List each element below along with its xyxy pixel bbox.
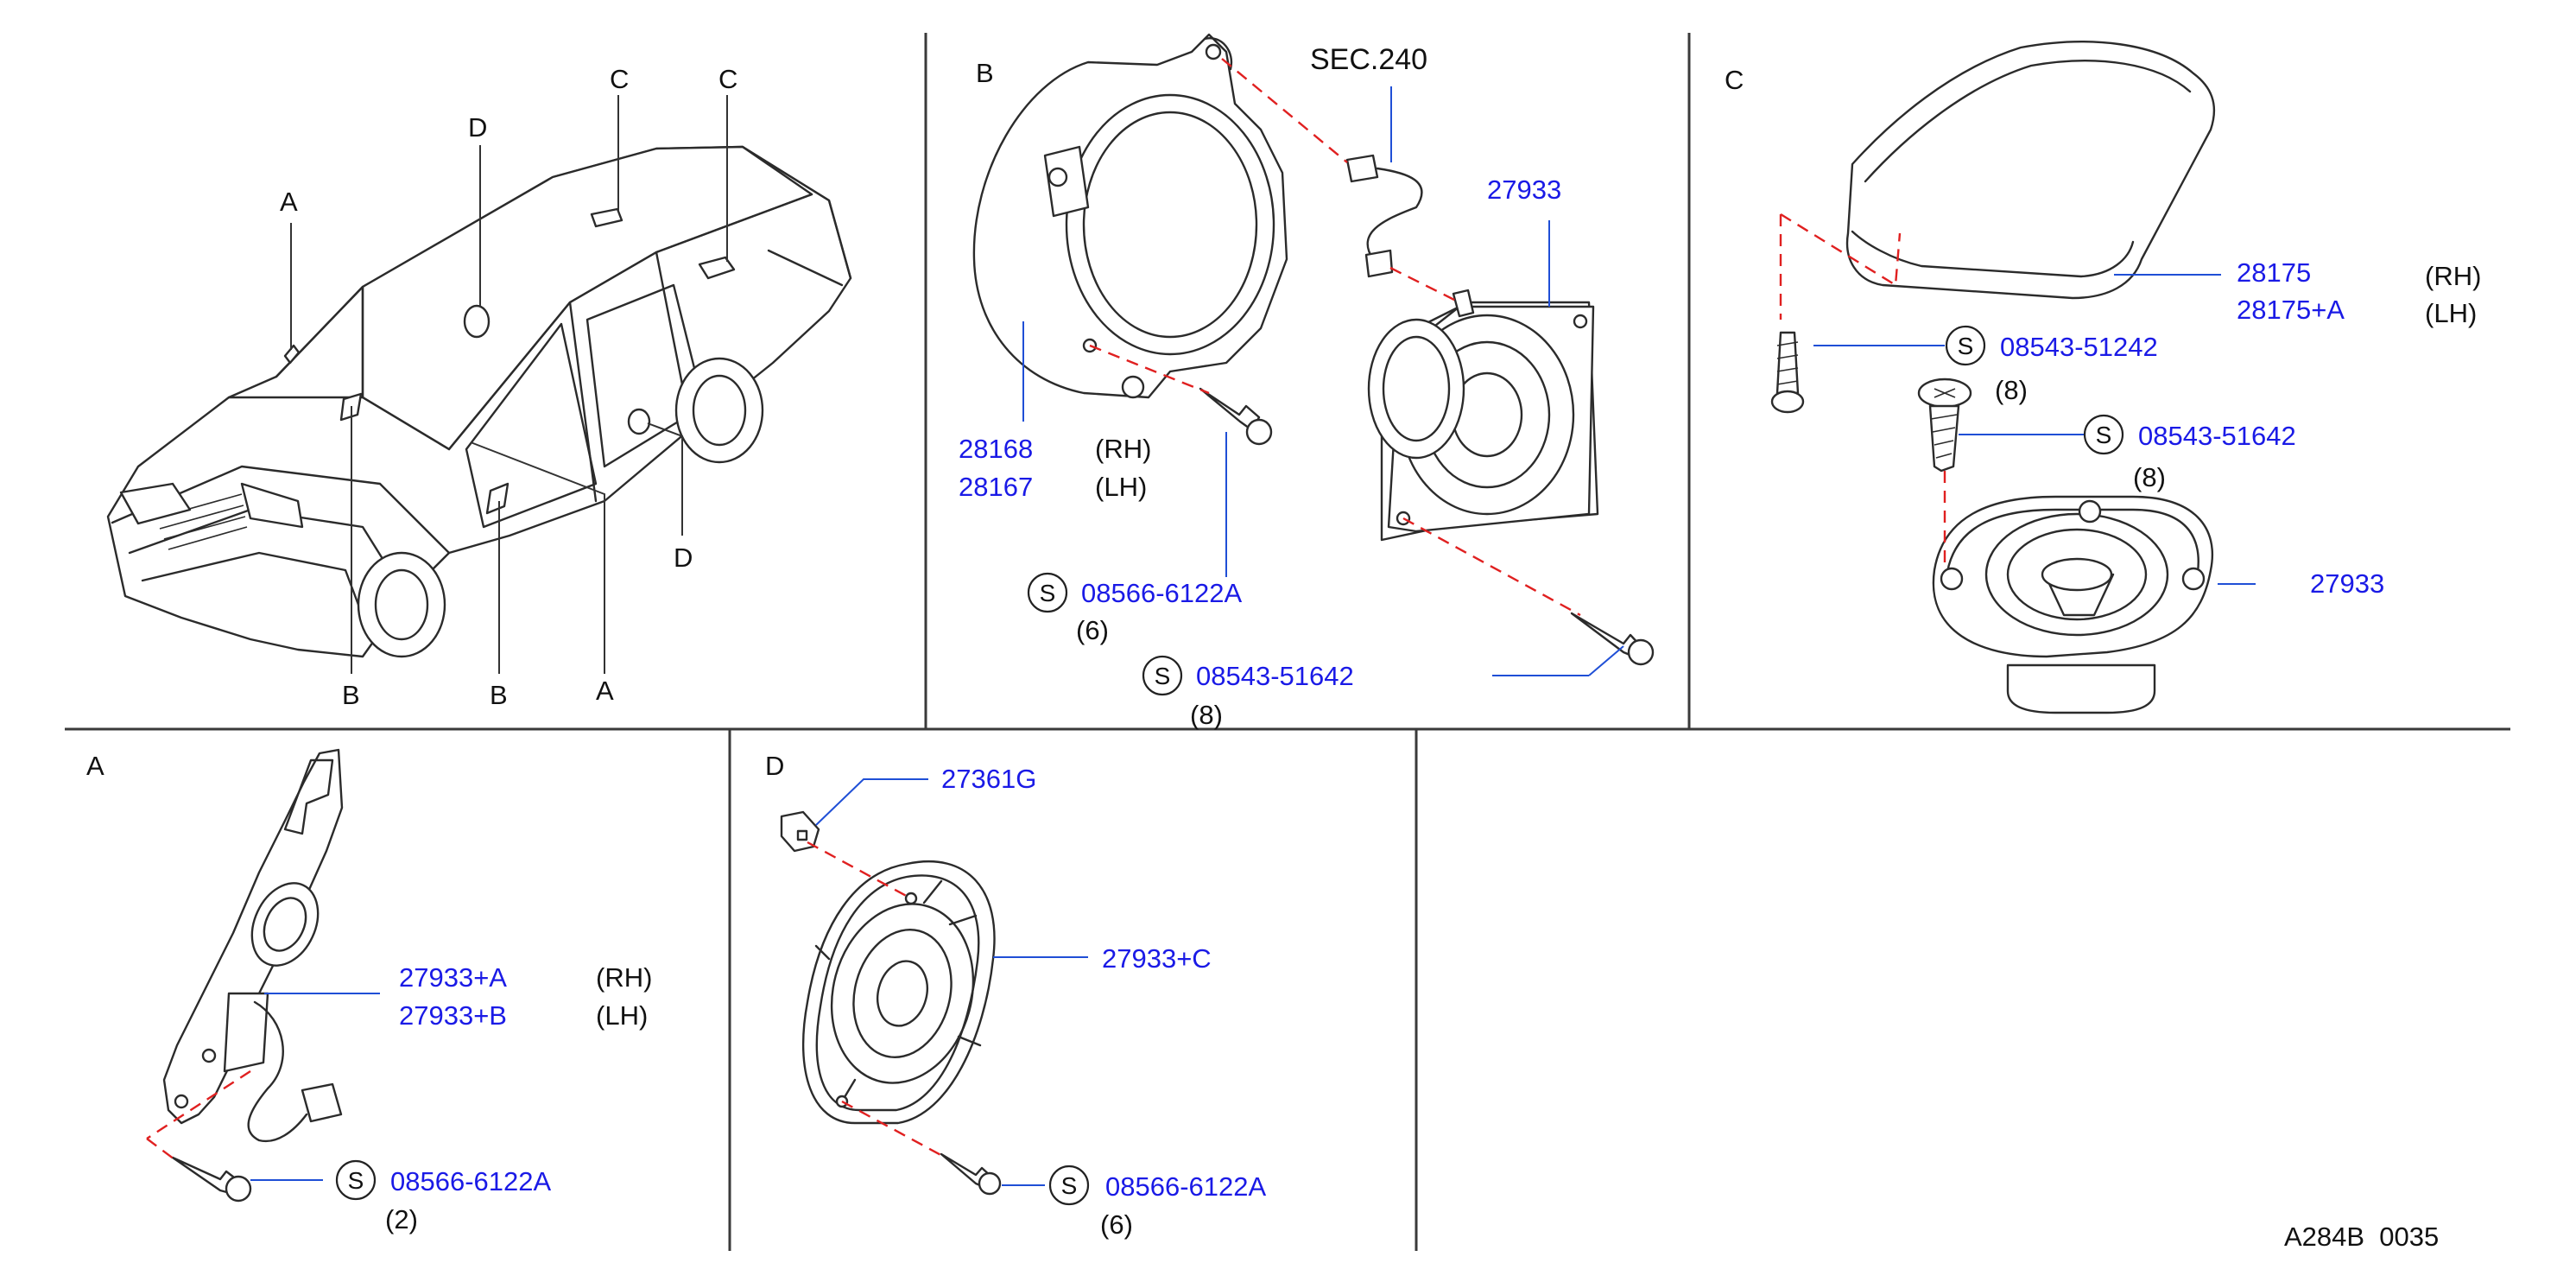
- screw-c1: [1770, 331, 1805, 414]
- diagram-code: A284B 0035: [2284, 1222, 2439, 1252]
- s-d-text: S: [1061, 1172, 1078, 1199]
- panel-a-letter: A: [86, 751, 104, 781]
- callout-d-top: D: [468, 112, 487, 143]
- part-27361g[interactable]: 27361G: [941, 764, 1036, 794]
- part-27933-c[interactable]: 27933: [2310, 568, 2384, 599]
- callout-b-mid: B: [490, 680, 508, 710]
- part-08566-6122a-b[interactable]: 08566-6122A: [1081, 578, 1242, 608]
- part-27933-a[interactable]: 27933+A: [399, 962, 507, 993]
- s-symbol-d: [1048, 1165, 1090, 1206]
- a-rh: (RH): [596, 962, 652, 993]
- c-lh: (LH): [2425, 298, 2477, 328]
- callout-a-top: A: [280, 187, 298, 217]
- s-symbol-b1: [1027, 572, 1068, 613]
- s-a-text: S: [348, 1167, 364, 1194]
- callout-a-bottom: A: [596, 676, 614, 706]
- s-symbol-b2: [1142, 655, 1183, 696]
- part-08566-6122a-a[interactable]: 08566-6122A: [390, 1166, 551, 1196]
- s-c2-text: S: [2096, 422, 2112, 448]
- a-dashed: [146, 1069, 251, 1160]
- door-speaker-bracket: [972, 33, 1288, 399]
- panel-c-letter: C: [1725, 65, 1744, 95]
- rear-speaker-cover: [1845, 41, 2216, 300]
- qty-d: (6): [1100, 1209, 1133, 1240]
- s-c1-text: S: [1958, 333, 1974, 359]
- qty-a: (2): [385, 1204, 418, 1234]
- a-leaders: [250, 993, 380, 1181]
- callout-d-bottom: D: [674, 543, 693, 573]
- d-leaders: [815, 778, 1088, 1186]
- part-08566-6122a-d[interactable]: 08566-6122A: [1105, 1171, 1266, 1202]
- tweeter-bracket: [162, 748, 344, 1143]
- a-lh: (LH): [596, 1000, 648, 1031]
- s-symbol-c1: [1945, 325, 1986, 366]
- part-08543-51642-c[interactable]: 08543-51642: [2138, 421, 2296, 451]
- s-symbol-c2: [2083, 414, 2124, 455]
- c-leaders: [1813, 274, 2256, 585]
- s-b2-text: S: [1155, 663, 1171, 689]
- s-symbol-a: [335, 1159, 377, 1201]
- b-lh: (LH): [1095, 472, 1147, 502]
- callout-c-right: C: [718, 64, 737, 94]
- b-rh: (RH): [1095, 434, 1151, 464]
- part-28168[interactable]: 28168: [959, 434, 1033, 464]
- part-27933-b[interactable]: 27933+B: [399, 1000, 507, 1031]
- panel-d-letter: D: [765, 751, 784, 781]
- part-28167[interactable]: 28167: [959, 472, 1033, 502]
- c-dashed: [1779, 213, 1946, 567]
- part-28175-a[interactable]: 28175+A: [2237, 295, 2345, 325]
- panel-dividers: [65, 33, 2510, 1251]
- qty-b2: (8): [1190, 700, 1223, 730]
- part-08543-51642-b[interactable]: 08543-51642: [1196, 661, 1354, 691]
- b-dashed: [1089, 58, 1581, 617]
- wire-harness: [1345, 154, 1423, 278]
- part-28175[interactable]: 28175: [2237, 257, 2311, 288]
- screw-d: [940, 1152, 1002, 1196]
- c-rh: (RH): [2425, 261, 2481, 291]
- part-27933-b[interactable]: 27933: [1487, 175, 1561, 205]
- part-27933-c-d[interactable]: 27933+C: [1102, 943, 1212, 974]
- callout-c-left: C: [610, 64, 629, 94]
- screw-a: [171, 1156, 252, 1203]
- part-08543-51242[interactable]: 08543-51242: [2000, 332, 2158, 362]
- callout-b-left: B: [342, 680, 360, 710]
- screw-b2: [1570, 612, 1655, 666]
- sec-240-ref: SEC.240: [1310, 43, 1427, 76]
- door-speaker: [1367, 289, 1599, 542]
- s-b1-text: S: [1040, 580, 1056, 606]
- car-overview: [106, 95, 852, 674]
- rear-speaker: [1932, 495, 2213, 714]
- screw-c2: [1917, 378, 1972, 473]
- screw-b1: [1199, 387, 1273, 446]
- qty-b1: (6): [1076, 615, 1109, 645]
- qty-c1: (8): [1995, 375, 2028, 405]
- panel-b-letter: B: [976, 58, 994, 88]
- qty-c2: (8): [2133, 462, 2166, 492]
- door-speaker-d: [801, 860, 996, 1125]
- b-leaders: [1022, 86, 1624, 676]
- clip-27361g: [780, 810, 820, 853]
